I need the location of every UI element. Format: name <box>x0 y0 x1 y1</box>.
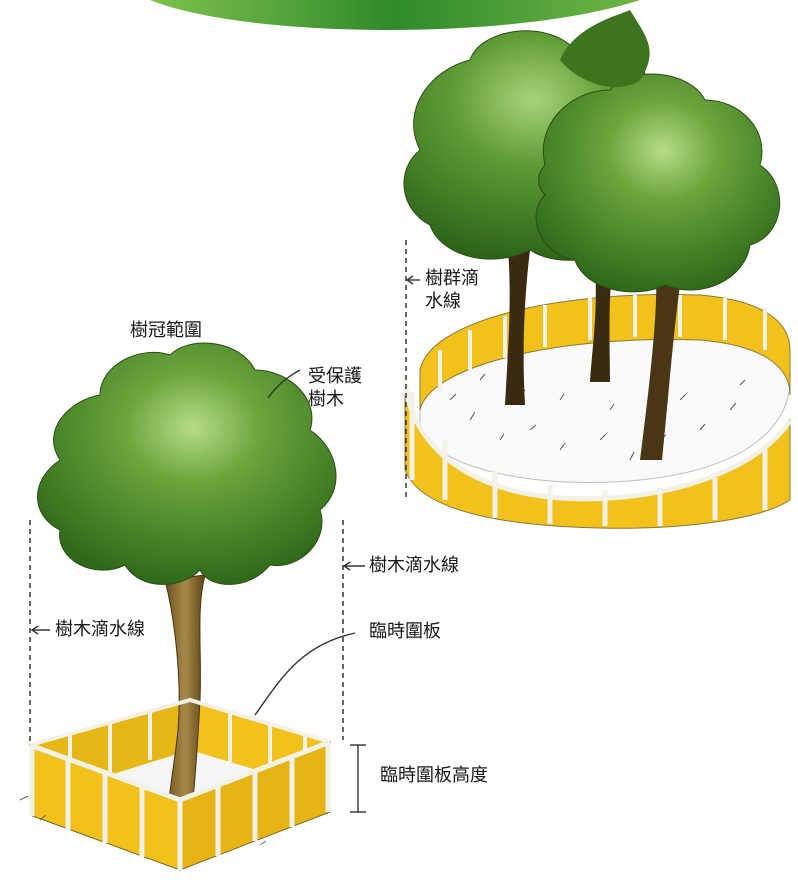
tree-group-illustration <box>402 10 793 529</box>
annotation-lines <box>30 275 420 813</box>
top-banner <box>150 0 640 30</box>
front-square-fence-posts <box>29 743 331 870</box>
hoarding-height-label: 臨時圍板高度 <box>380 765 488 786</box>
single-tree-illustration <box>19 342 344 871</box>
crown-extent-label: 樹冠範圍 <box>130 320 202 341</box>
tree-dripline-left-label: 樹木滴水線 <box>55 619 145 640</box>
tree-dripline-right-label: 樹木滴水線 <box>369 555 459 576</box>
group-dripline-label: 樹群滴水線 <box>425 268 479 312</box>
back-fence-posts <box>438 295 767 392</box>
protected-tree-label: 受保護樹木 <box>308 366 362 410</box>
hoarding-label: 臨時圍板 <box>369 621 441 642</box>
